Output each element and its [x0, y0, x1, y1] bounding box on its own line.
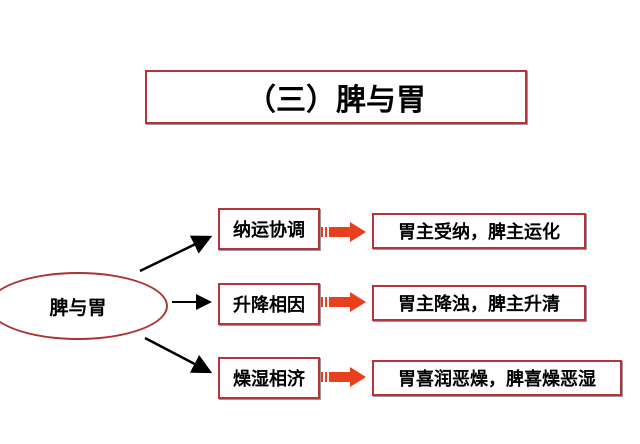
center-node: 脾与胃: [0, 272, 168, 340]
arrow-to-row-1: [139, 235, 213, 273]
detail-box-1: 胃主受纳，脾主运化: [372, 213, 586, 249]
orange-arrow-3: [321, 367, 366, 387]
orange-arrow-1: [321, 222, 366, 242]
arrow-to-row-3: [144, 336, 213, 374]
aspect-box-3: 燥湿相济: [218, 357, 320, 399]
detail-box-3: 胃喜润恶燥，脾喜燥恶湿: [372, 360, 622, 396]
detail-box-2: 胃主降浊，脾主升清: [372, 285, 586, 321]
aspect-box-2: 升降相因: [218, 283, 320, 325]
aspect-box-1: 纳运协调: [218, 208, 320, 250]
slide-title: （三）脾与胃: [145, 70, 527, 124]
orange-arrow-2: [321, 292, 366, 312]
